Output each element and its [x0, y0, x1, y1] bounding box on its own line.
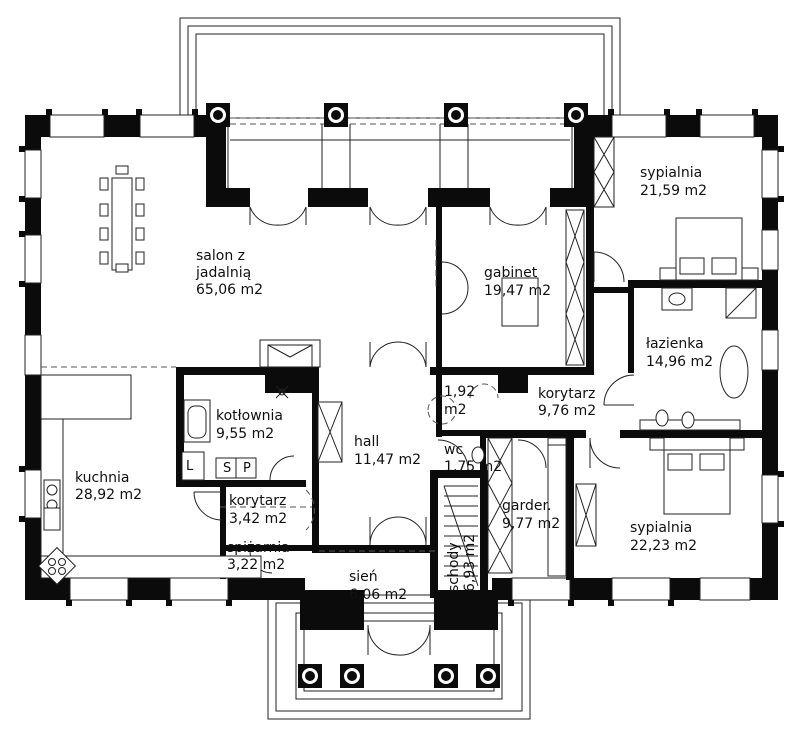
vent-icon	[275, 385, 289, 399]
room-name: hall	[354, 434, 379, 450]
room-name: korytarz	[538, 386, 595, 402]
room-name: łazienka	[646, 336, 704, 352]
room-label-kotlownia: kotłownia 9,55 m2	[216, 408, 283, 442]
kitchen-counter	[37, 374, 262, 586]
room-label-small-room: 1,92 m2	[444, 384, 475, 418]
room-name: schody	[446, 542, 462, 592]
bathroom-fixtures	[639, 287, 757, 431]
room-area: 19,47 m2	[484, 283, 551, 299]
room-area: 14,96 m2	[646, 354, 713, 370]
fireplace	[259, 339, 321, 368]
column	[298, 664, 322, 688]
stove-letter-l: L	[186, 459, 194, 474]
room-area: 22,23 m2	[630, 538, 697, 554]
room-area: 6,93 m2	[462, 534, 478, 592]
dining-table	[99, 165, 145, 273]
interior-walls	[176, 130, 762, 598]
room-name: jadalnią	[195, 265, 251, 281]
room-label-wc: wc 1,75 m2	[444, 442, 502, 475]
column	[340, 664, 364, 688]
room-name: gabinet	[484, 265, 538, 281]
room-area: 9,55 m2	[216, 426, 274, 442]
room-name: 1,92	[444, 384, 475, 400]
room-area: 3,22 m2	[227, 557, 285, 573]
room-area: 21,59 m2	[640, 183, 707, 199]
room-label-kuchnia: kuchnia 28,92 m2	[75, 470, 142, 503]
wc-fixture	[471, 446, 485, 464]
room-label-sypialnia-top: sypialnia 21,59 m2	[640, 165, 707, 199]
staircase	[443, 485, 479, 587]
room-label-spizarnia: spiżarnia 3,22 m2	[227, 540, 290, 573]
room-area: 11,47 m2	[354, 452, 421, 468]
cooktop-icon	[37, 546, 77, 586]
columns	[206, 103, 588, 688]
room-area: 65,06 m2	[196, 282, 263, 298]
pilasters	[19, 109, 784, 606]
bed-top	[659, 217, 759, 281]
zone-lines	[41, 240, 437, 552]
room-area: 9,77 m2	[502, 516, 560, 532]
room-name: kuchnia	[75, 470, 129, 486]
windows	[24, 114, 779, 601]
room-name: sypialnia	[640, 165, 702, 181]
room-label-korytarz-left: korytarz 3,42 m2	[229, 493, 287, 527]
room-label-gabinet: gabinet 19,47 m2	[484, 265, 551, 299]
front-terrace	[267, 594, 531, 720]
room-label-garder: garder. 9,77 m2	[502, 498, 560, 532]
desk	[501, 277, 539, 327]
boiler-equipment: L S P	[181, 385, 289, 481]
room-name: salon z	[196, 248, 245, 264]
veranda	[220, 117, 580, 188]
room-label-hall: hall 11,47 m2	[354, 434, 421, 468]
column	[564, 103, 588, 127]
column	[476, 664, 500, 688]
room-label-sien: sień 6,06 m2	[349, 569, 407, 603]
room-name: korytarz	[229, 493, 286, 509]
room-label-korytarz-right: korytarz 9,76 m2	[538, 386, 596, 419]
room-label-schody: schody 6,93 m2	[446, 534, 478, 592]
room-area: 6,06 m2	[349, 587, 407, 603]
column	[444, 103, 468, 127]
room-area: 9,76 m2	[538, 403, 596, 419]
stove-letter-s: S	[223, 461, 231, 476]
room-name: sypialnia	[630, 520, 692, 536]
room-area: 28,92 m2	[75, 487, 142, 503]
room-name: wc	[444, 442, 463, 458]
room-label-salon: salon z jadalnią 65,06 m2	[195, 248, 263, 298]
room-label-lazienka: łazienka 14,96 m2	[646, 336, 713, 370]
room-label-sypialnia-bottom: sypialnia 22,23 m2	[630, 520, 697, 554]
doors	[193, 206, 635, 656]
bed-bottom	[649, 437, 745, 515]
stove-letter-p: P	[243, 461, 251, 476]
room-name: spiżarnia	[227, 540, 290, 556]
column	[324, 103, 348, 127]
room-area: m2	[444, 402, 467, 418]
room-name: sień	[349, 569, 378, 585]
wardrobes	[317, 136, 615, 577]
room-name: garder.	[502, 498, 551, 514]
room-area: 1,75 m2	[444, 459, 502, 475]
room-name: kotłownia	[216, 408, 283, 424]
column	[434, 664, 458, 688]
room-area: 3,42 m2	[229, 511, 287, 527]
column	[206, 103, 230, 127]
rear-terrace	[179, 17, 621, 119]
